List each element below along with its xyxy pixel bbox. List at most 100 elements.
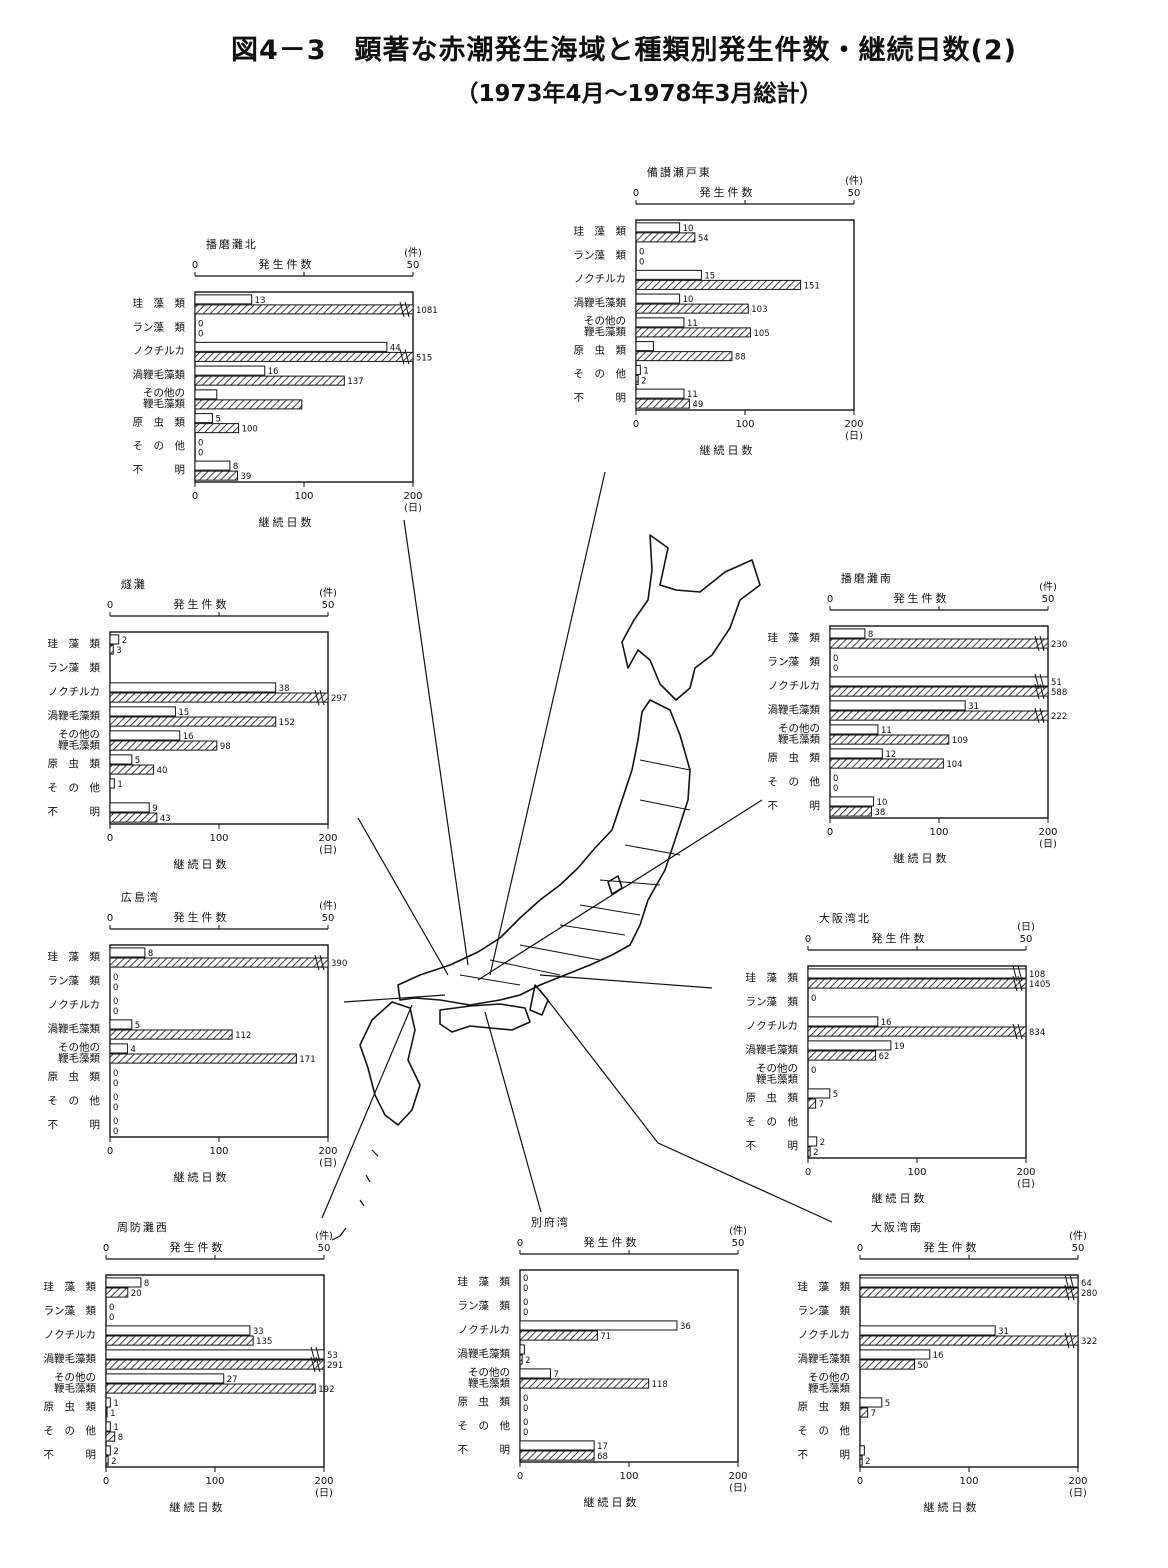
days-bar xyxy=(829,710,1049,721)
days-value-label: 54 xyxy=(698,234,709,244)
days-value-label: 38 xyxy=(874,808,885,818)
count-value-label: 9 xyxy=(152,804,157,814)
days-axis-unit: (日) xyxy=(1039,839,1057,850)
days-axis-tick-label: 200 xyxy=(844,419,863,430)
category-label: そ の 他 xyxy=(798,1424,851,1437)
category-label: ノクチルカ xyxy=(48,686,100,698)
days-value-label: 104 xyxy=(946,760,962,770)
chart-title: 播磨灘南 xyxy=(841,571,893,585)
days-axis-tick-label: 100 xyxy=(959,1476,978,1487)
count-value-label: 8 xyxy=(148,949,153,959)
days-value-label: 135 xyxy=(256,1337,272,1347)
days-value-label: 230 xyxy=(1051,640,1067,650)
count-value-label: 1 xyxy=(643,366,648,376)
days-value-label: 3 xyxy=(116,646,121,656)
hokkaido-outline xyxy=(621,534,761,701)
count-bar xyxy=(519,1440,595,1451)
count-bar xyxy=(519,1368,552,1379)
days-axis-unit: (日) xyxy=(1017,1179,1035,1190)
days-value-label: 171 xyxy=(299,1055,315,1065)
count-value-label: 0 xyxy=(198,438,203,448)
count-value-label: 16 xyxy=(881,1018,892,1028)
count-bar xyxy=(829,628,866,639)
category-label: 鞭毛藻類 xyxy=(778,732,820,745)
days-axis-unit: (日) xyxy=(319,1158,337,1169)
count-value-label: 16 xyxy=(268,367,279,377)
days-bar xyxy=(109,1053,297,1064)
japan-map xyxy=(331,534,761,1241)
category-label: 原 虫 類 xyxy=(798,1401,851,1413)
category-label: 渦鞭毛藻類 xyxy=(798,1352,851,1365)
count-bar xyxy=(109,754,133,765)
category-label: 不 明 xyxy=(458,1444,511,1456)
category-label: 珪 藻 類 xyxy=(574,225,627,238)
count-value-label: 1 xyxy=(113,1399,118,1409)
count-bar xyxy=(859,1445,865,1456)
category-label: ラン藻 類 xyxy=(768,655,821,668)
count-value-label: 15 xyxy=(704,271,715,281)
count-value-label: 36 xyxy=(680,1322,691,1332)
sado-island xyxy=(607,875,623,895)
leader-line-osaka-north xyxy=(539,974,713,989)
days-axis-label: 継続日数 xyxy=(174,857,230,871)
count-bar xyxy=(105,1445,111,1456)
count-axis-tick-label: 50 xyxy=(407,260,420,271)
count-axis-label: 発生件数 xyxy=(170,1240,226,1254)
count-axis-label: 発生件数 xyxy=(894,591,950,605)
days-value-label: 68 xyxy=(597,1452,608,1462)
days-value-label: 0 xyxy=(639,258,644,268)
count-value-label: 0 xyxy=(833,654,838,664)
count-bar xyxy=(109,802,150,813)
days-value-label: 137 xyxy=(347,377,363,387)
count-value-label: 0 xyxy=(811,1066,816,1076)
days-axis-tick-label: 200 xyxy=(1016,1167,1035,1178)
category-label: ノクチルカ xyxy=(574,273,626,285)
days-value-label: 0 xyxy=(523,1308,528,1318)
count-axis-tick-label: 50 xyxy=(322,600,335,611)
days-axis-unit: (日) xyxy=(845,431,863,442)
count-axis-unit: (件) xyxy=(319,900,337,912)
axis-break-mark xyxy=(1012,965,1023,982)
leader-lines xyxy=(321,471,833,1223)
days-value-label: 2 xyxy=(525,1356,530,1366)
count-bar xyxy=(109,730,181,741)
count-axis-unit: (件) xyxy=(1069,1230,1087,1242)
count-bar xyxy=(194,294,253,305)
count-value-label: 2 xyxy=(122,636,127,646)
category-label: ノクチルカ xyxy=(48,999,100,1011)
count-bar xyxy=(829,676,1049,687)
count-axis-tick-label: 0 xyxy=(827,594,833,605)
count-value-label: 0 xyxy=(113,1093,118,1103)
category-label: 鞭毛藻類 xyxy=(58,738,100,751)
days-axis-label: 継続日数 xyxy=(259,515,315,529)
axis-break-mark xyxy=(310,1346,321,1363)
category-label: ラン藻 類 xyxy=(48,661,101,674)
count-value-label: 16 xyxy=(933,1351,944,1361)
days-axis-unit: (日) xyxy=(315,1488,333,1499)
days-value-label: 7 xyxy=(871,1409,876,1419)
plot-frame xyxy=(829,625,1049,819)
days-value-label: 2 xyxy=(865,1457,870,1467)
category-label: 渦鞭毛藻類 xyxy=(574,296,627,309)
count-axis-tick-label: 0 xyxy=(857,1243,863,1254)
category-label: 鞭毛藻類 xyxy=(756,1072,798,1085)
count-value-label: 4 xyxy=(130,1045,135,1055)
axis-break-mark xyxy=(1034,635,1045,652)
days-bar xyxy=(109,692,329,703)
days-value-label: 98 xyxy=(220,742,231,752)
plot-frame xyxy=(109,944,329,1138)
count-axis-label: 発生件数 xyxy=(584,1235,640,1249)
category-label: 鞭毛藻類 xyxy=(468,1376,510,1389)
days-bar xyxy=(194,423,240,434)
days-value-label: 1405 xyxy=(1029,980,1051,990)
count-bar xyxy=(194,389,218,400)
days-value-label: 0 xyxy=(523,1428,528,1438)
count-value-label: 0 xyxy=(113,1117,118,1127)
chart-title: 別府湾 xyxy=(531,1215,570,1229)
category-label: そ の 他 xyxy=(458,1419,511,1432)
days-value-label: 222 xyxy=(1051,712,1067,722)
days-bar xyxy=(635,232,696,243)
count-bar xyxy=(105,1373,225,1384)
